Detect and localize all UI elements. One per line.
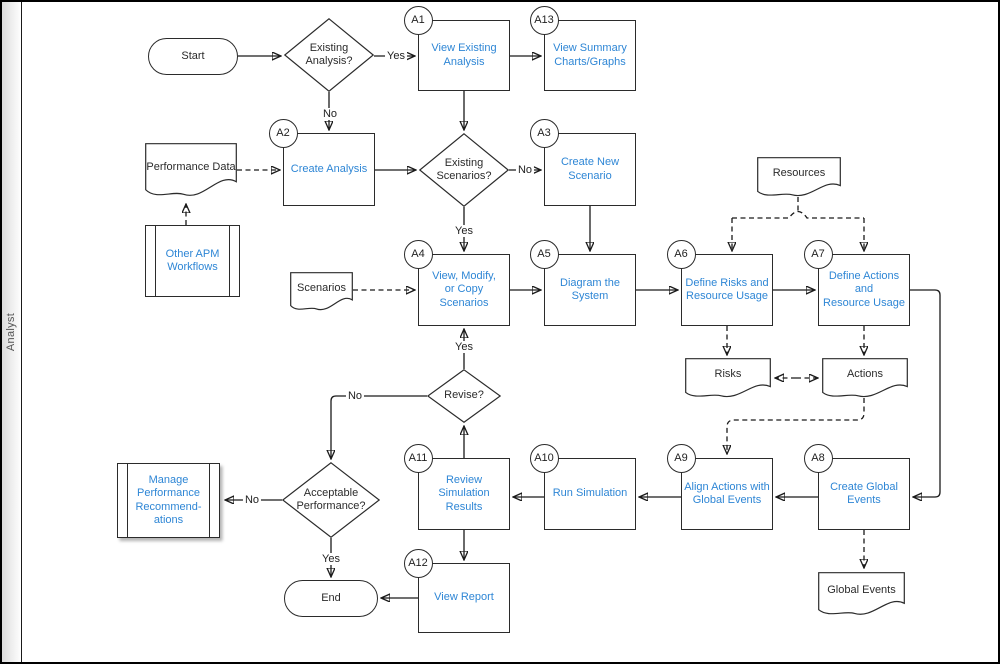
subprocess-bar <box>155 226 156 296</box>
edge-label-no-existing-analysis: No <box>320 108 340 120</box>
badge-a13: A13 <box>529 5 559 35</box>
task-create-new-scenario[interactable]: Create New Scenario <box>544 133 636 206</box>
decision-existing-scenarios: Existing Scenarios? <box>419 133 509 207</box>
task-view-existing-analysis[interactable]: View Existing Analysis <box>418 20 510 91</box>
document-global-events: Global Events <box>818 572 905 618</box>
document-actions: Actions <box>822 358 908 400</box>
subprocess-bar <box>127 464 128 537</box>
subprocess-bar <box>209 464 210 537</box>
task-review-simulation-results[interactable]: Review Simulation Results <box>418 458 510 530</box>
edge-label-yes-acceptable-performance: Yes <box>320 553 342 565</box>
task-view-report[interactable]: View Report <box>418 563 510 633</box>
document-risks: Risks <box>685 358 771 400</box>
task-define-risks-resource-usage[interactable]: Define Risks and Resource Usage <box>681 254 773 326</box>
decision-acceptable-performance: Acceptable Performance? <box>282 462 380 538</box>
task-run-simulation[interactable]: Run Simulation <box>544 458 636 530</box>
task-view-modify-copy-scenarios[interactable]: View, Modify, or Copy Scenarios <box>418 254 510 326</box>
edge-label-no-revise: No <box>345 390 365 402</box>
swimlane-label: Analyst <box>5 312 18 352</box>
subprocess-manage-performance-recommendations[interactable]: Manage Performance Recommend- ations <box>117 463 220 538</box>
start-terminator: Start <box>148 38 238 75</box>
task-define-actions-resource-usage[interactable]: Define Actions and Resource Usage <box>818 254 910 326</box>
connector-a7-a8 <box>910 289 941 497</box>
badge-a5: A5 <box>529 239 559 269</box>
badge-a4: A4 <box>403 239 433 269</box>
badge-a2: A2 <box>268 118 298 148</box>
edge-label-yes-revise: Yes <box>453 341 475 353</box>
task-create-analysis[interactable]: Create Analysis <box>283 133 375 206</box>
document-resources: Resources <box>757 157 841 199</box>
decision-revise: Revise? <box>427 369 501 423</box>
badge-a9: A9 <box>666 443 696 473</box>
edge-label-yes-existing-analysis: Yes <box>385 50 407 62</box>
edge-label-no-existing-scenarios: No <box>515 164 535 176</box>
badge-a12: A12 <box>403 548 433 578</box>
task-align-actions-global-events[interactable]: Align Actions with Global Events <box>681 458 773 530</box>
badge-a10: A10 <box>529 443 559 473</box>
edge-label-yes-existing-scenarios: Yes <box>453 225 475 237</box>
end-terminator: End <box>284 580 378 617</box>
task-diagram-the-system[interactable]: Diagram the System <box>544 254 636 326</box>
badge-a3: A3 <box>529 118 559 148</box>
connector-actions-a9 <box>727 398 865 454</box>
swimlane-analyst: Analyst <box>2 2 22 662</box>
decision-existing-analysis: Existing Analysis? <box>284 18 374 92</box>
task-create-global-events[interactable]: Create Global Events <box>818 458 910 530</box>
connector-resources-split <box>732 210 864 219</box>
badge-a6: A6 <box>666 239 696 269</box>
badge-a1: A1 <box>403 5 433 35</box>
badge-a7: A7 <box>803 239 833 269</box>
subprocess-bar <box>229 226 230 296</box>
document-scenarios: Scenarios <box>290 272 353 313</box>
badge-a11: A11 <box>403 443 433 473</box>
badge-a8: A8 <box>803 443 833 473</box>
edge-label-no-acceptable-performance: No <box>242 494 262 506</box>
subprocess-other-apm-workflows[interactable]: Other APM Workflows <box>145 225 240 297</box>
document-performance-data: Performance Data <box>145 143 237 200</box>
task-view-summary-charts-graphs[interactable]: View Summary Charts/Graphs <box>544 20 636 91</box>
